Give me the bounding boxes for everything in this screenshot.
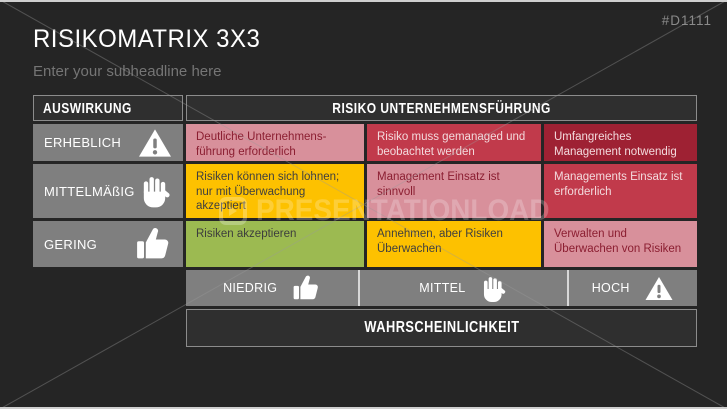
matrix-cell-r2-c1: Risiken können sich lohnen; nur mit Über… xyxy=(186,164,364,218)
matrix-cell-r1-c1: Deutliche Unternehmens-führung erforderl… xyxy=(186,124,364,161)
probability-label-text: NIEDRIG xyxy=(223,281,278,295)
impact-axis-header: AUSWIRKUNG xyxy=(33,95,183,121)
page-title: RISIKOMATRIX 3X3 xyxy=(33,25,261,53)
matrix-cell-r3-c2: Annehmen, aber Risiken Überwachen xyxy=(367,221,541,267)
thumbs-up-icon xyxy=(133,226,173,262)
probability-label-hoch: HOCH xyxy=(566,270,697,306)
matrix-cell-r2-c2: Management Einsatz ist sinnvoll xyxy=(367,164,541,218)
probability-axis-header: WAHRSCHEINLICHKEIT xyxy=(186,309,697,347)
matrix-cell-r3-c1: Risiken akzeptieren xyxy=(186,221,364,267)
matrix-cell-r1-c2: Risiko muss gemanaged und beobachtet wer… xyxy=(367,124,541,161)
probability-axis-header-label: WAHRSCHEINLICHKEIT xyxy=(363,319,520,336)
probability-label-niedrig: NIEDRIG xyxy=(186,270,359,306)
impact-label-erheblich: ERHEBLICH xyxy=(33,124,183,161)
stop-hand-icon xyxy=(480,273,508,304)
impact-label-text: ERHEBLICH xyxy=(44,135,122,150)
probability-label-mittel: MITTEL xyxy=(358,270,567,306)
risk-category-header: RISIKO UNTERNEHMENSFÜHRUNG xyxy=(186,95,697,121)
warning-triangle-icon xyxy=(137,127,173,159)
probability-axis-row: NIEDRIG MITTEL HOCH xyxy=(186,270,697,306)
subheadline-placeholder: Enter your subheadline here xyxy=(33,63,222,80)
matrix-cell-r2-c3: Managements Einsatz ist erforderlich xyxy=(544,164,697,218)
impact-label-mittelmaessig: MITTELMÄßIG xyxy=(33,164,183,218)
risk-matrix-table: AUSWIRKUNG RISIKO UNTERNEHMENSFÜHRUNG ER… xyxy=(33,95,697,347)
impact-label-text: MITTELMÄßIG xyxy=(44,183,135,199)
impact-axis-header-label: AUSWIRKUNG xyxy=(43,99,132,117)
slide-code: #D1111 xyxy=(661,13,712,28)
matrix-cell-r3-c3: Verwalten und Überwachen von Risiken xyxy=(544,221,697,267)
thumbs-up-icon xyxy=(291,274,321,302)
slide-top-edge xyxy=(0,0,727,2)
slide-bottom-edge xyxy=(0,407,727,409)
impact-label-gering: GERING xyxy=(33,221,183,267)
warning-triangle-icon xyxy=(644,275,674,302)
probability-label-text: MITTEL xyxy=(419,281,466,295)
stop-hand-icon xyxy=(139,172,173,210)
impact-label-text: GERING xyxy=(44,236,98,252)
matrix-cell-r1-c3: Umfangreiches Management notwendig xyxy=(544,124,697,161)
title-block: RISIKOMATRIX 3X3 Enter your subheadline … xyxy=(33,25,270,80)
probability-label-text: HOCH xyxy=(591,281,630,295)
risk-category-header-label: RISIKO UNTERNEHMENSFÜHRUNG xyxy=(332,99,551,117)
